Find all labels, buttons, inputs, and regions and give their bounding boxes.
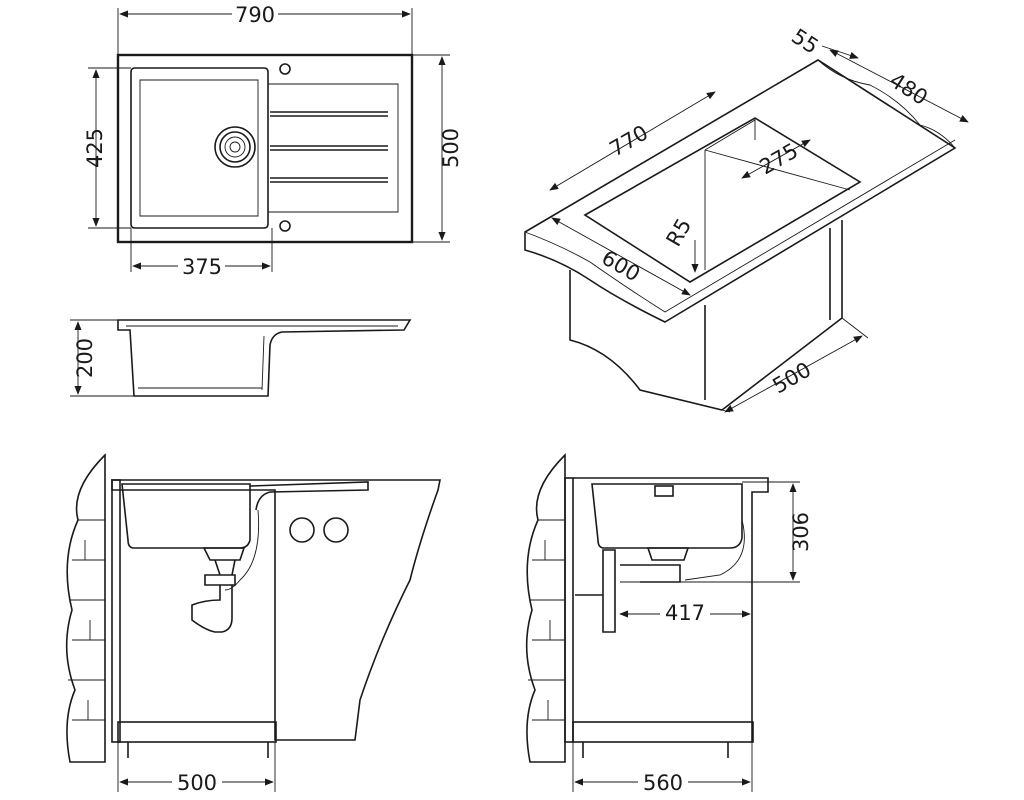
svg-text:375: 375 xyxy=(182,255,222,279)
svg-text:560: 560 xyxy=(643,771,683,795)
sink-bowl-section xyxy=(121,483,251,549)
overflow-hole xyxy=(279,220,291,232)
tap-hole xyxy=(279,63,291,75)
socket-circle xyxy=(323,517,349,543)
side-view: 200 xyxy=(70,319,412,397)
dimension-55: 55 xyxy=(787,24,859,59)
dimension-417: 417 xyxy=(620,601,750,625)
bowl-outline xyxy=(130,67,269,229)
dimension-560: 560 xyxy=(573,742,752,795)
dimension-306: 306 xyxy=(620,481,813,583)
svg-text:500: 500 xyxy=(439,128,463,168)
dimension-500-left: 500 xyxy=(118,742,275,795)
wall xyxy=(65,453,106,763)
dimension-790: 790 xyxy=(118,3,412,55)
svg-text:770: 770 xyxy=(606,120,653,161)
dimension-200: 200 xyxy=(70,319,134,397)
dimension-500-top: 500 xyxy=(412,54,463,243)
svg-text:417: 417 xyxy=(665,601,705,625)
svg-text:200: 200 xyxy=(73,338,97,378)
svg-text:500: 500 xyxy=(177,771,217,795)
dimension-375: 375 xyxy=(131,228,272,279)
svg-text:55: 55 xyxy=(787,24,822,59)
svg-text:306: 306 xyxy=(789,512,813,552)
drain-strainer-icon xyxy=(214,126,256,168)
front-section-right: 306 417 560 xyxy=(525,453,813,795)
drainer-ribs xyxy=(270,111,388,183)
drainer-area xyxy=(268,83,399,213)
svg-text:480: 480 xyxy=(885,68,932,110)
cabinet-side xyxy=(111,479,441,741)
isometric-view: 55 480 770 275 R5 600 500 xyxy=(524,24,969,413)
sink-bowl-section xyxy=(591,483,743,549)
wall xyxy=(525,453,566,763)
front-section-left: 500 xyxy=(65,453,441,795)
socket-circle xyxy=(289,517,315,543)
top-view: 790 425 500 375 xyxy=(83,3,463,279)
svg-text:425: 425 xyxy=(83,128,107,168)
bowl-inner xyxy=(139,79,259,217)
dimension-425: 425 xyxy=(83,67,131,229)
svg-text:790: 790 xyxy=(235,3,275,27)
sink-outline xyxy=(116,53,414,244)
